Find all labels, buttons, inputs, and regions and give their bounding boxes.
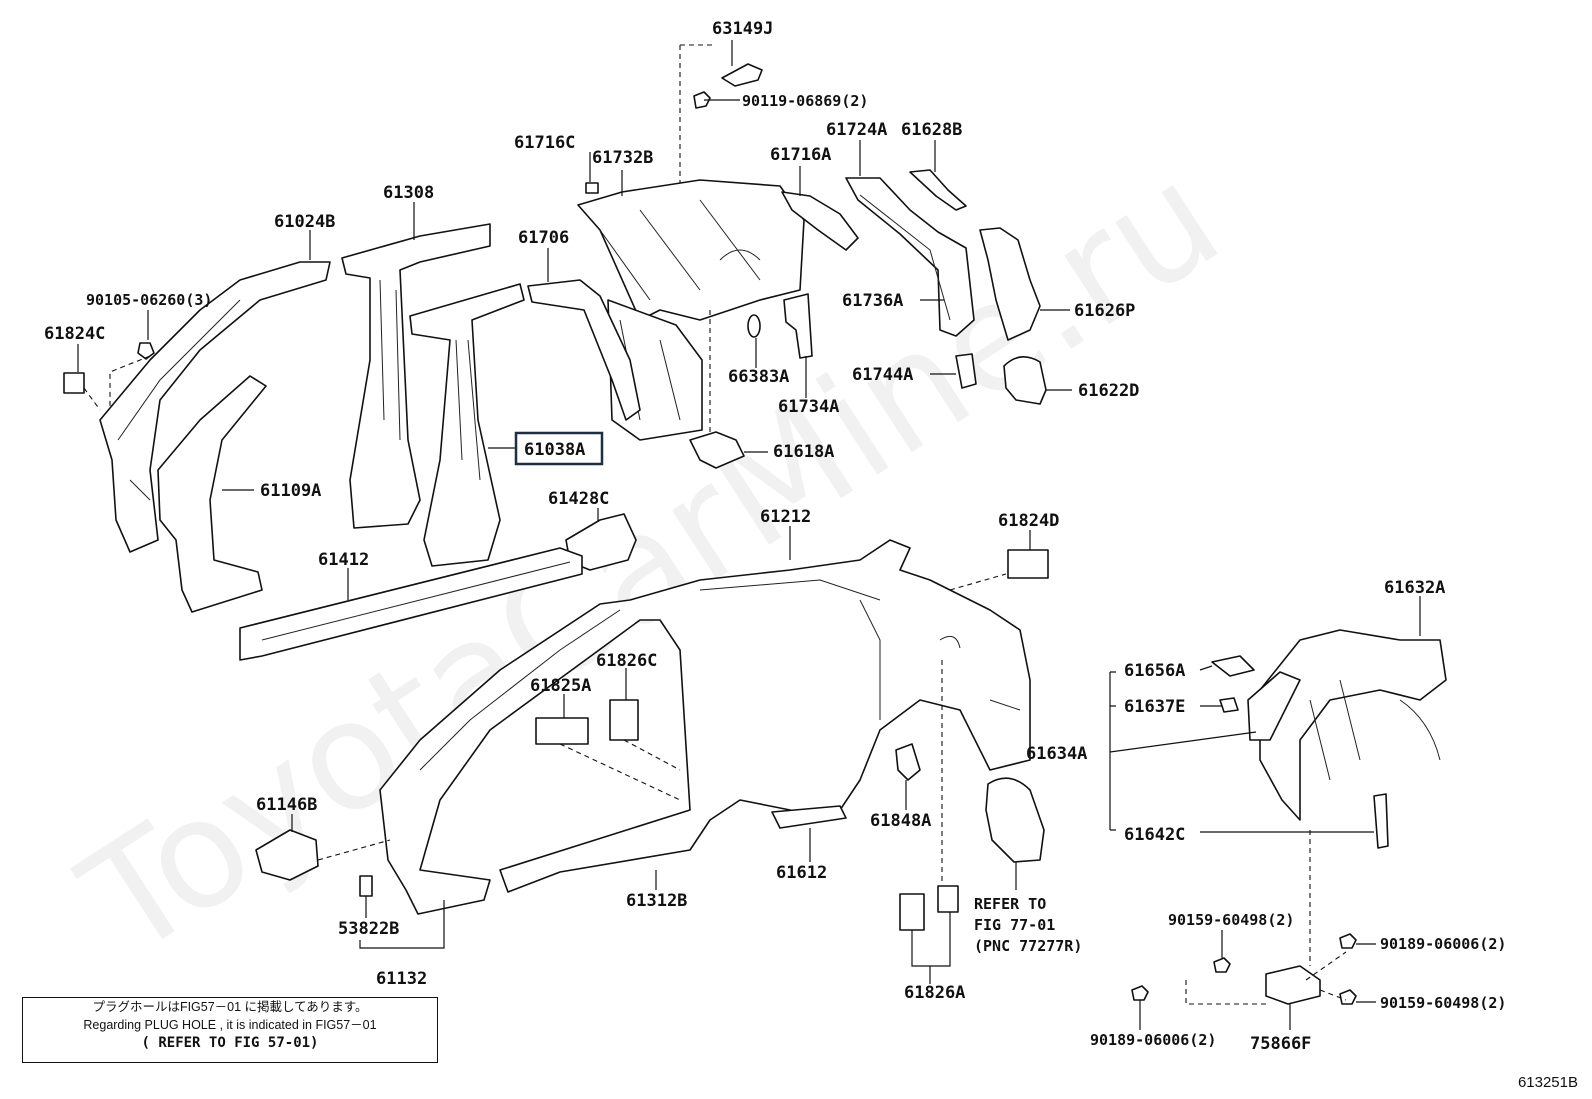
label-61628B[interactable]: 61628B xyxy=(901,120,962,140)
plug-note-jp: プラグホールはFIG57－01 に掲載してあります。 xyxy=(92,1000,368,1014)
label-61824D[interactable]: 61824D xyxy=(998,511,1059,531)
label-61826C[interactable]: 61826C xyxy=(596,651,657,671)
label-61212[interactable]: 61212 xyxy=(760,507,811,527)
part-66383A-shape xyxy=(747,314,761,338)
label-90189-06006-b[interactable]: 90189-06006(2) xyxy=(1090,1031,1216,1049)
label-90159-60498-b[interactable]: 90159-60498(2) xyxy=(1380,994,1506,1012)
label-61038A[interactable]: 61038A xyxy=(524,440,585,460)
label-61622D[interactable]: 61622D xyxy=(1078,381,1139,401)
refer-note-line1: REFER TO xyxy=(974,895,1046,913)
label-61428C[interactable]: 61428C xyxy=(548,489,609,509)
label-61312B[interactable]: 61312B xyxy=(626,891,687,911)
label-61716A[interactable]: 61716A xyxy=(770,145,831,165)
label-61732B[interactable]: 61732B xyxy=(592,148,653,168)
part-61632A-shape xyxy=(1247,629,1447,821)
part-61618A-shape xyxy=(689,431,745,469)
label-61744A[interactable]: 61744A xyxy=(852,365,913,385)
part-61734A-shape xyxy=(783,293,813,359)
label-61146B[interactable]: 61146B xyxy=(256,795,317,815)
part-61628B-shape xyxy=(909,169,967,211)
part-53822B-shape xyxy=(359,875,373,897)
refer-note-line2: FIG 77-01 xyxy=(974,916,1055,934)
label-61612[interactable]: 61612 xyxy=(776,863,827,883)
label-61642C[interactable]: 61642C xyxy=(1124,825,1185,845)
part-61109A-shape xyxy=(157,375,267,613)
part-61824D-shape xyxy=(1007,549,1049,579)
part-90159-shape-a xyxy=(1213,957,1231,973)
label-61824C[interactable]: 61824C xyxy=(44,324,105,344)
part-61724A-shape xyxy=(845,177,975,337)
label-61132[interactable]: 61132 xyxy=(376,969,427,989)
part-61626P-shape xyxy=(979,227,1041,341)
label-90159-60498-a[interactable]: 90159-60498(2) xyxy=(1168,911,1294,929)
part-61826A-shape-2 xyxy=(937,885,959,913)
figure-id: 613251B xyxy=(1517,1074,1578,1091)
refer-note-line3: (PNC 77277R) xyxy=(974,937,1082,955)
label-61412[interactable]: 61412 xyxy=(318,550,369,570)
label-61109A[interactable]: 61109A xyxy=(260,481,321,501)
part-61637E-shape xyxy=(1219,697,1239,713)
part-61732B-shape xyxy=(577,179,805,441)
part-61622D-shape xyxy=(1003,356,1047,405)
plug-note-ref[interactable]: ( REFER TO FIG 57-01) xyxy=(141,1035,319,1051)
part-90105-shape xyxy=(137,342,155,360)
label-90105-06260[interactable]: 90105-06260(3) xyxy=(86,291,212,309)
label-53822B[interactable]: 53822B xyxy=(338,919,399,939)
label-90189-06006-a[interactable]: 90189-06006(2) xyxy=(1380,935,1506,953)
part-90159-shape-b xyxy=(1339,989,1357,1005)
leader-lines xyxy=(77,40,1421,1030)
part-61826A-shape-1 xyxy=(899,893,925,931)
part-61612-shape xyxy=(771,805,847,829)
part-61642C-shape xyxy=(1373,793,1389,849)
label-61634A[interactable]: 61634A xyxy=(1026,744,1087,764)
part-90189-shape-b xyxy=(1131,985,1149,1001)
label-61825A[interactable]: 61825A xyxy=(530,676,591,696)
label-61826A[interactable]: 61826A xyxy=(904,983,965,1003)
plug-note-en: Regarding PLUG HOLE , it is indicated in… xyxy=(83,1018,377,1032)
label-61632A[interactable]: 61632A xyxy=(1384,578,1445,598)
part-liner-shape xyxy=(985,777,1045,863)
part-61848A-shape xyxy=(895,743,921,781)
part-61308-shape xyxy=(341,223,491,529)
part-61716A-shape xyxy=(781,191,859,251)
label-66383A[interactable]: 66383A xyxy=(728,367,789,387)
part-61825A-shape xyxy=(535,717,589,745)
label-61618A[interactable]: 61618A xyxy=(773,442,834,462)
part-61146B-shape xyxy=(255,829,319,881)
part-61716C-shape xyxy=(585,182,599,194)
part-75866F-shape xyxy=(1265,965,1321,1005)
part-90189-shape-a xyxy=(1339,933,1357,949)
label-61626P[interactable]: 61626P xyxy=(1074,301,1135,321)
part-61656A-shape xyxy=(1211,655,1255,677)
label-63149J[interactable]: 63149J xyxy=(712,19,773,39)
part-61038A-shape xyxy=(409,283,525,567)
part-61744A-shape xyxy=(955,353,977,389)
part-61412-shape xyxy=(239,547,583,661)
label-61716C[interactable]: 61716C xyxy=(514,133,575,153)
part-61706-shape xyxy=(527,279,641,421)
label-61848A[interactable]: 61848A xyxy=(870,811,931,831)
label-61734A[interactable]: 61734A xyxy=(778,397,839,417)
part-63149J-shape xyxy=(679,44,763,190)
label-61656A[interactable]: 61656A xyxy=(1124,661,1185,681)
label-61706[interactable]: 61706 xyxy=(518,228,569,248)
label-61024B[interactable]: 61024B xyxy=(274,212,335,232)
part-61826C-shape xyxy=(609,699,639,741)
label-90119-06869[interactable]: 90119-06869(2) xyxy=(742,92,868,110)
label-61736A[interactable]: 61736A xyxy=(842,291,903,311)
label-75866F[interactable]: 75866F xyxy=(1250,1034,1311,1054)
part-61824C-shape xyxy=(63,372,85,394)
highlight-box xyxy=(514,431,604,466)
plug-hole-note: プラグホールはFIG57－01 に掲載してあります。 Regarding PLU… xyxy=(22,997,438,1063)
label-61637E[interactable]: 61637E xyxy=(1124,697,1185,717)
part-61024B-shape xyxy=(99,261,331,553)
label-61724A[interactable]: 61724A xyxy=(826,120,887,140)
label-61308[interactable]: 61308 xyxy=(383,183,434,203)
